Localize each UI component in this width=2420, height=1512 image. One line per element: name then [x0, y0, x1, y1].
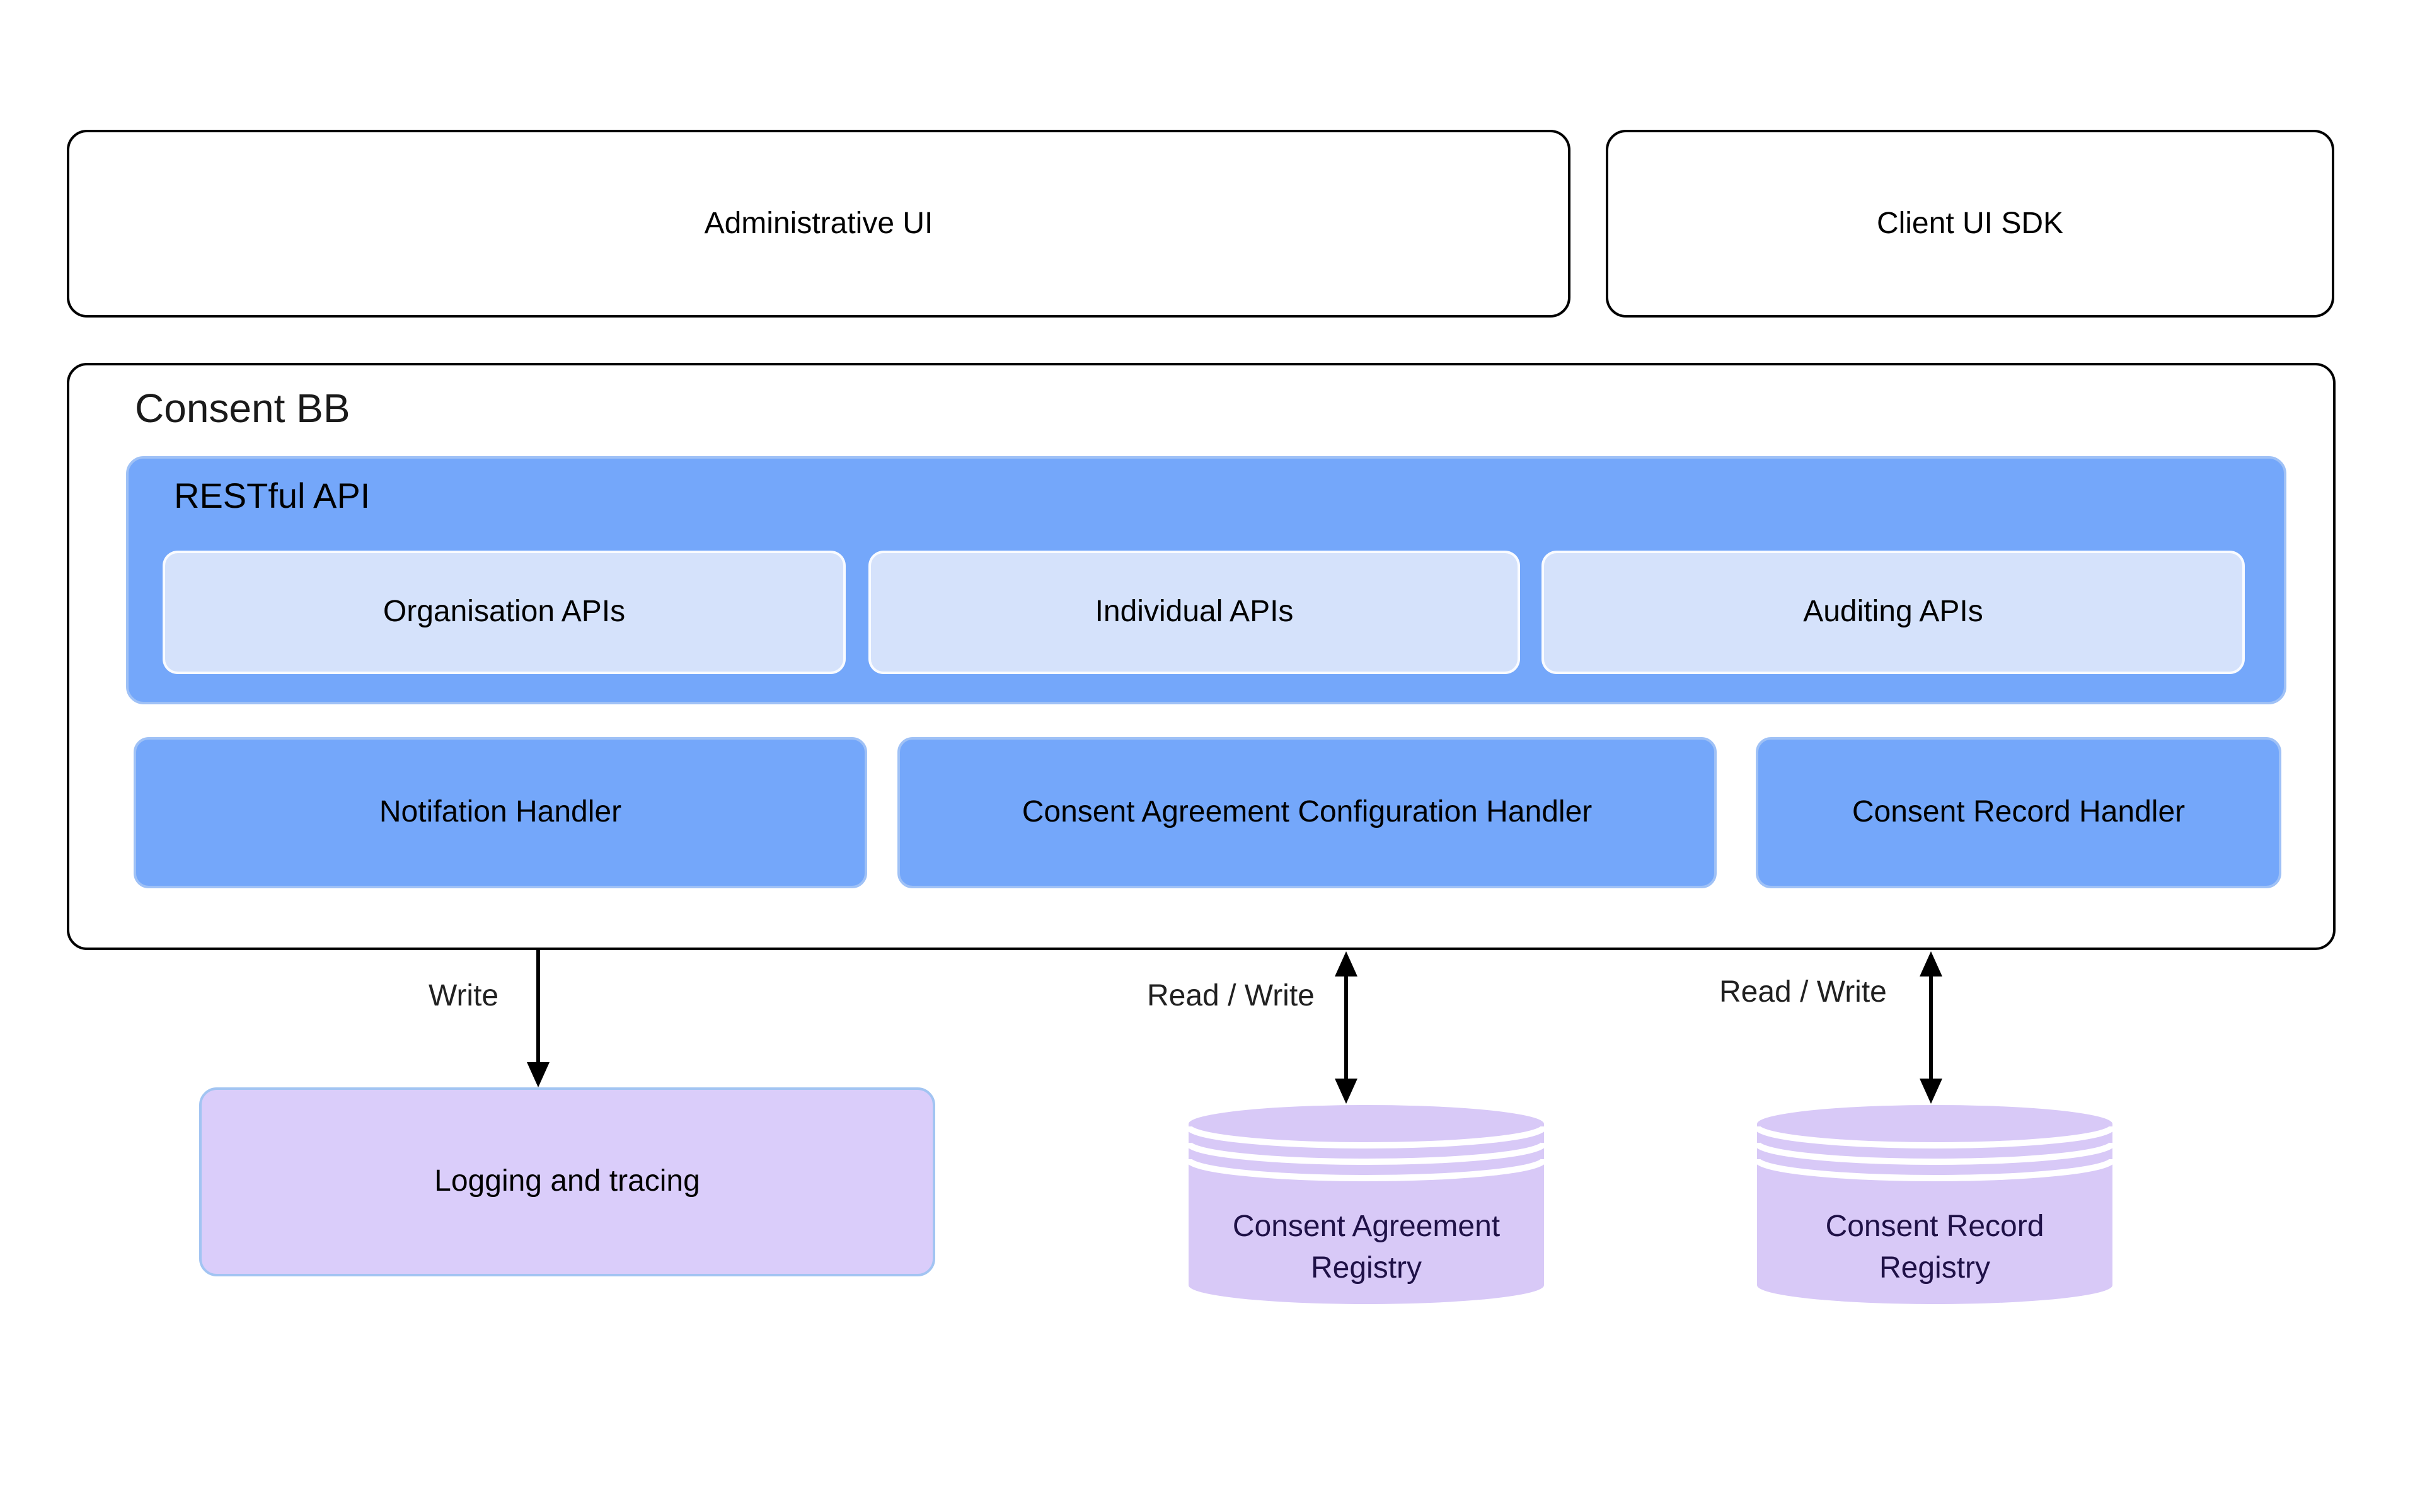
individual-apis-box: Individual APIs [868, 551, 1520, 674]
consent-bb-container: Consent BB RESTful API Organisation APIs… [67, 363, 2336, 950]
restful-api-label: RESTful API [174, 476, 371, 515]
auditing-apis-label: Auditing APIs [1803, 595, 1983, 629]
read-write-label: Read / Write [1719, 975, 1887, 1009]
logging-and-tracing-label: Logging and tracing [434, 1164, 700, 1198]
notification-handler-box: Notifation Handler [134, 737, 867, 888]
arrow-updown-icon [1335, 951, 1357, 1104]
consent-record-handler-label: Consent Record Handler [1852, 795, 2186, 829]
individual-apis-label: Individual APIs [1095, 595, 1294, 629]
consent-agreement-configuration-handler-label: Consent Agreement Configuration Handler [1022, 795, 1593, 829]
consent-agreement-registry-label: Consent Agreement Registry [1232, 1210, 1501, 1285]
arrow-updown-icon [1920, 951, 1942, 1104]
consent-record-registry-label: Consent Record Registry [1825, 1210, 2044, 1285]
consent-record-handler-box: Consent Record Handler [1756, 737, 2281, 888]
restful-api-box: RESTful API Organisation APIs Individual… [126, 456, 2286, 704]
consent-bb-title: Consent BB [135, 386, 350, 431]
consent-agreement-configuration-handler-box: Consent Agreement Configuration Handler [897, 737, 1717, 888]
administrative-ui-box: Administrative UI [67, 130, 1570, 318]
organisation-apis-label: Organisation APIs [383, 595, 626, 629]
client-ui-sdk-label: Client UI SDK [1876, 206, 2064, 240]
read-write-label: Read / Write [1147, 979, 1315, 1013]
write-label: Write [429, 979, 499, 1013]
consent-agreement-registry-cylinder: Consent Agreement Registry [1186, 1104, 1547, 1305]
client-ui-sdk-box: Client UI SDK [1606, 130, 2334, 318]
logging-and-tracing-box: Logging and tracing [199, 1087, 935, 1276]
arrow-down-icon [527, 950, 550, 1087]
organisation-apis-box: Organisation APIs [163, 551, 846, 674]
consent-record-registry-cylinder: Consent Record Registry [1754, 1104, 2115, 1305]
database-cylinder-icon [1186, 1105, 1547, 1304]
notification-handler-label: Notifation Handler [379, 795, 622, 829]
administrative-ui-label: Administrative UI [704, 206, 933, 240]
database-cylinder-icon [1754, 1105, 2115, 1304]
auditing-apis-box: Auditing APIs [1541, 551, 2245, 674]
